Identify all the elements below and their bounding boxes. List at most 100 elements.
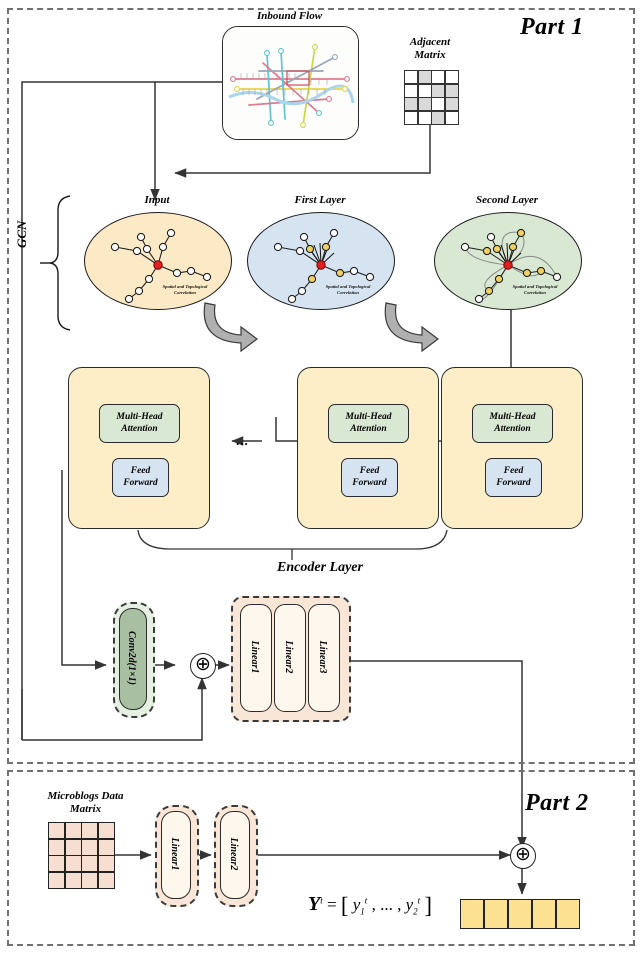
mha-line2: Attention <box>494 423 531 434</box>
gcn-inner-line2: Correlation <box>174 289 196 295</box>
adjacent-matrix-cell <box>405 84 418 97</box>
adjacent-matrix-caption-line2: Matrix <box>414 48 446 61</box>
microblogs-matrix-cell <box>98 839 114 855</box>
microblogs-data-matrix <box>48 822 115 889</box>
microblogs-matrix-cell <box>98 823 114 839</box>
microblogs-matrix-cell <box>65 872 81 888</box>
gcn-inner-line1: Spatial and Topological <box>325 284 371 289</box>
gcn-stage-caption-first-layer: First Layer <box>294 194 346 206</box>
ffw-line1: Feed <box>130 465 151 476</box>
microblogs-matrix-cell <box>65 839 81 855</box>
gcn-stage-second-layer <box>434 212 582 310</box>
linear1-part2-label: Linear1 <box>169 837 181 871</box>
mha-line1: Multi-Head <box>489 411 536 422</box>
adjacent-matrix-caption-line1: Adjacent <box>409 36 451 48</box>
formula-superscript: t <box>320 895 323 906</box>
plus-glyph: ⊕ <box>515 843 531 865</box>
adjacent-matrix-cell <box>418 71 431 84</box>
part2-label: Part 2 <box>525 790 589 816</box>
feed-forward-3: Feed Forward <box>485 458 542 497</box>
encoder-ellipsis: ... <box>236 433 249 448</box>
formula-term1: y <box>352 895 361 914</box>
adjacent-matrix-cell <box>445 111 458 124</box>
microblogs-matrix-cell <box>49 839 65 855</box>
gcn-inner-text-first-layer: Spatial and Topological Correlation <box>303 284 393 295</box>
mha-line2: Attention <box>121 423 158 434</box>
gcn-stage-input <box>84 212 232 310</box>
adjacent-matrix-grid <box>404 70 459 125</box>
microblogs-matrix-cell <box>98 856 114 872</box>
adjacent-matrix-cell <box>405 111 418 124</box>
inbound-flow-caption: Inbound Flow <box>256 10 323 22</box>
gcn-transition-arrow-2 <box>384 302 439 353</box>
feed-forward-1: Feed Forward <box>112 458 169 497</box>
gcn-transition-arrow-1 <box>203 302 258 353</box>
adjacent-matrix-cell <box>445 84 458 97</box>
part2-frame <box>7 770 635 946</box>
output-vector <box>460 899 580 929</box>
mha-line2: Attention <box>350 423 387 434</box>
graph-nodes-second-layer <box>460 228 562 304</box>
gcn-inner-text-second-layer: Spatial and Topological Correlation <box>490 284 580 295</box>
output-vector-cell <box>461 900 484 928</box>
mha-line1: Multi-Head <box>345 411 392 422</box>
adjacent-matrix-cell <box>405 98 418 111</box>
adjacent-matrix-cell <box>432 111 445 124</box>
linear3-part1-label: Linear3 <box>317 640 329 674</box>
plus-operator-part2: ⊕ <box>510 843 536 869</box>
output-vector-cell <box>508 900 532 928</box>
microblogs-matrix-cell <box>98 872 114 888</box>
output-vector-cell <box>484 900 508 928</box>
plus-glyph: ⊕ <box>195 653 211 675</box>
conv2d-label: Conv2d(1×1) <box>126 630 138 686</box>
formula-term2: y <box>405 895 414 914</box>
ffw-line2: Forward <box>352 477 387 488</box>
part1-label: Part 1 <box>520 14 584 40</box>
microblogs-matrix-cell <box>65 856 81 872</box>
adjacent-matrix-cell <box>445 98 458 111</box>
gcn-inner-line2: Correlation <box>337 289 359 295</box>
linear3-part1 <box>308 604 340 712</box>
microblogs-matrix-cell <box>82 872 98 888</box>
ffw-line1: Feed <box>503 465 524 476</box>
metro-map-icon <box>223 27 358 139</box>
microblogs-caption-line2: Matrix <box>69 802 102 815</box>
adjacent-matrix-cell <box>432 84 445 97</box>
multi-head-attention-3: Multi-Head Attention <box>472 404 553 443</box>
microblogs-matrix-cell <box>82 823 98 839</box>
linear2-part1-label: Linear2 <box>283 640 295 674</box>
formula-term1-sub: 1 <box>360 906 365 917</box>
formula-term2-sup: t <box>417 895 421 906</box>
formula-term1-sup: t <box>364 895 368 906</box>
ffw-line2: Forward <box>123 477 158 488</box>
multi-head-attention-2: Multi-Head Attention <box>328 404 409 443</box>
microblogs-matrix-cell <box>65 823 81 839</box>
gcn-stage-caption-second-layer: Second Layer <box>475 194 538 206</box>
gcn-brace <box>40 195 71 331</box>
microblogs-caption-line1: Microblogs Data <box>47 790 124 802</box>
ffw-line2: Forward <box>496 477 531 488</box>
adjacent-matrix-cell <box>418 111 431 124</box>
formula-term2-sub: 2 <box>413 906 418 917</box>
inbound-flow-map <box>222 26 359 140</box>
linear2-part2 <box>220 811 250 899</box>
output-vector-cell <box>532 900 556 928</box>
graph-nodes-input <box>110 228 212 304</box>
encoder-block-3 <box>441 367 583 529</box>
plus-operator-part1: ⊕ <box>190 653 216 679</box>
gcn-group-label: GCN <box>14 220 29 248</box>
adjacent-matrix-cell <box>445 71 458 84</box>
gcn-inner-line2: Correlation <box>524 289 546 295</box>
ffw-line1: Feed <box>359 465 380 476</box>
feed-forward-2: Feed Forward <box>341 458 398 497</box>
microblogs-matrix-cell <box>49 823 65 839</box>
encoder-block-1 <box>68 367 210 529</box>
graph-nodes-first-layer <box>273 228 375 304</box>
encoder-layer-caption: Encoder Layer <box>277 560 363 575</box>
adjacent-matrix-cell <box>418 98 431 111</box>
adjacent-matrix-cell <box>432 71 445 84</box>
output-vector-cell <box>556 900 579 928</box>
formula-equals: = <box>326 895 337 914</box>
gcn-inner-line1: Spatial and Topological <box>162 284 208 289</box>
